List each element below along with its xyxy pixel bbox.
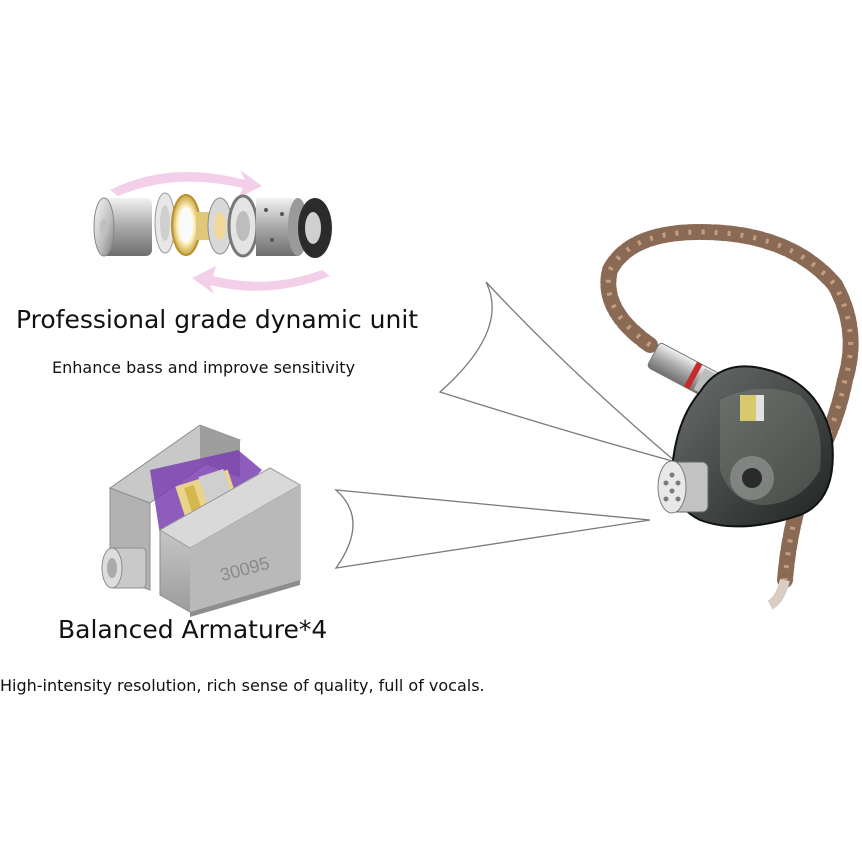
earphone-image: [600, 223, 859, 610]
dynamic-unit-title: Professional grade dynamic unit: [16, 305, 419, 334]
callout-beam-bottom: [334, 489, 651, 569]
driver-foam-disc: [298, 198, 332, 258]
driver-housing-cylinder: [93, 197, 152, 257]
pink-arrow-top: [110, 170, 262, 198]
callout-beam-top: [438, 281, 677, 463]
driver-magnet-ring: [227, 194, 259, 258]
pink-arrow-bottom: [192, 266, 330, 294]
balanced-armature-image: 30095: [101, 424, 302, 617]
driver-diaphragm: [196, 197, 233, 255]
balanced-armature-title: Balanced Armature*4: [58, 615, 328, 644]
driver-gold-ring: [171, 194, 201, 256]
dynamic-unit-subtitle: Enhance bass and improve sensitivity: [52, 358, 356, 377]
driver-mesh-disc: [154, 192, 176, 254]
balanced-armature-subtitle: High-intensity resolution, rich sense of…: [0, 676, 485, 695]
